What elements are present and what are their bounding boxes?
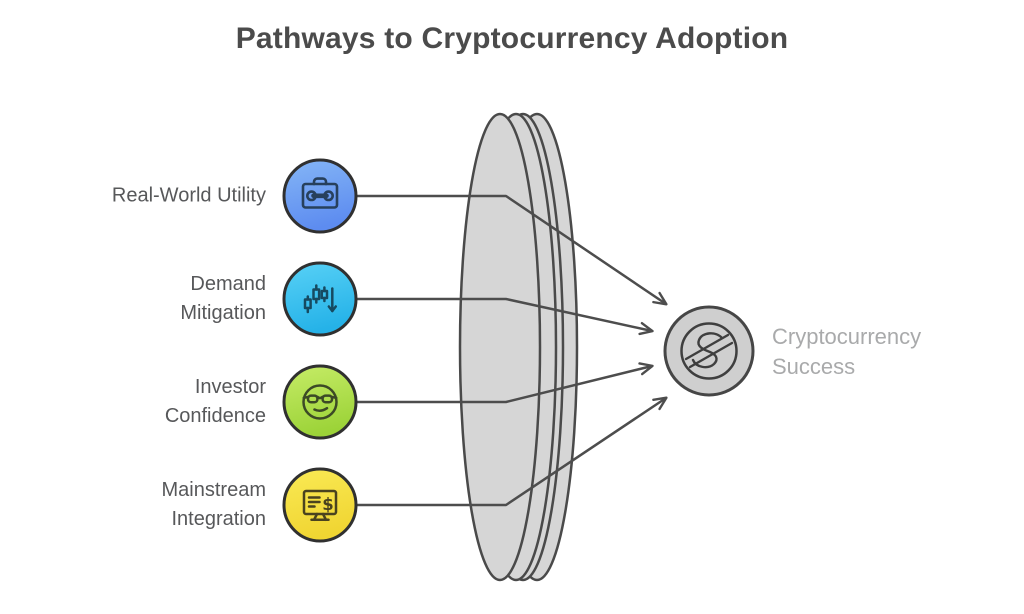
- label-line: Mitigation: [180, 302, 266, 324]
- dollar-glyph: $: [322, 495, 333, 514]
- pathway-label-real-world-utility: Real-World Utility: [26, 182, 266, 211]
- label-line: Investor: [194, 376, 266, 398]
- connector-mainstream-integration: [356, 396, 668, 507]
- funnel-lens: [458, 112, 579, 582]
- toolbox-wrench-icon: [282, 158, 358, 234]
- candlestick-decline-icon: [282, 261, 358, 337]
- pathway-label-mainstream-integration: Mainstream Integration: [26, 476, 266, 534]
- connector-demand-mitigation: [356, 297, 654, 336]
- label-line: Mainstream: [161, 479, 266, 501]
- outcome-label-cryptocurrency-success: Cryptocurrency Success: [772, 322, 921, 382]
- label-line: Integration: [171, 508, 266, 530]
- pathway-label-demand-mitigation: Demand Mitigation: [26, 270, 266, 328]
- label-line: Cryptocurrency: [772, 324, 922, 349]
- lens-face: [458, 112, 542, 582]
- connector-real-world-utility: [356, 194, 668, 306]
- cool-face-sunglasses-icon: [282, 364, 358, 440]
- monitor-dollar-icon: $: [282, 467, 358, 543]
- pathway-label-investor-confidence: Investor Confidence: [26, 373, 266, 431]
- stellar-coin-icon: [663, 305, 755, 397]
- connector-investor-confidence: [356, 362, 654, 404]
- page-title: Pathways to Cryptocurrency Adoption: [235, 22, 789, 55]
- label-line: Success: [772, 354, 856, 379]
- label-line: Real-World Utility: [111, 184, 266, 207]
- connector-lines: [356, 194, 668, 507]
- label-line: Confidence: [164, 405, 266, 427]
- label-line: Demand: [190, 273, 266, 295]
